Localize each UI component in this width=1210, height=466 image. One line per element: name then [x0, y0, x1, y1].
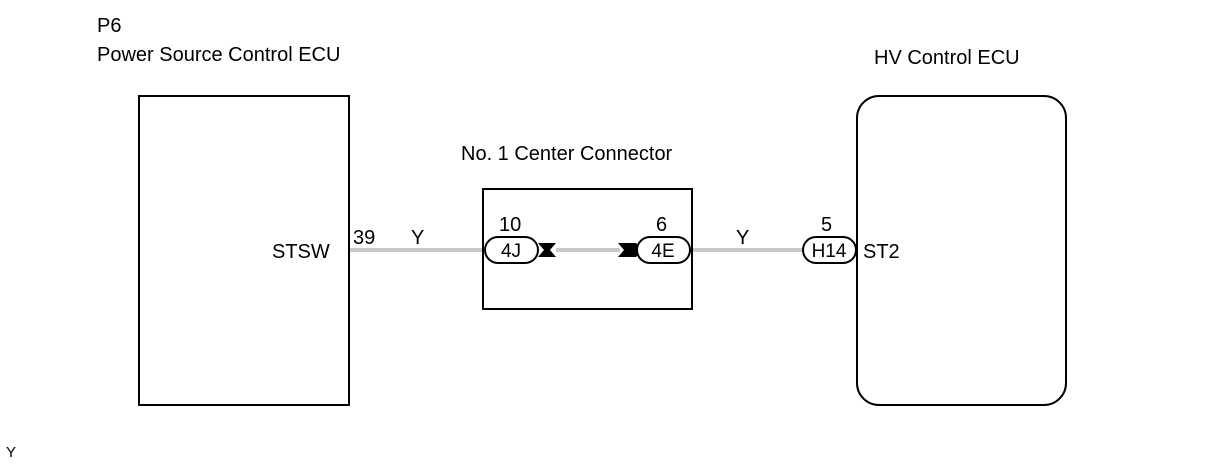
right-ecu-name: HV Control ECU — [874, 47, 1020, 69]
connector-4j-chevron-icon — [538, 243, 556, 257]
hv-control-ecu-box — [856, 95, 1067, 406]
connector-h14-pill — [802, 236, 857, 264]
connector-4e-chevron-icon — [618, 243, 642, 257]
right-ecu-terminal: ST2 — [863, 241, 900, 263]
right-ecu-pin: 5 — [821, 214, 832, 236]
left-ecu-code: P6 — [97, 15, 121, 37]
left-ecu-name: Power Source Control ECU — [97, 44, 340, 66]
center-connector-title: No. 1 Center Connector — [461, 143, 673, 165]
legend-text: Y — [6, 444, 17, 461]
left-ecu-terminal: STSW — [272, 241, 330, 263]
center-left-pin: 10 — [499, 214, 521, 236]
left-ecu-pin: 39 — [353, 227, 375, 249]
left-wire-color: Y — [411, 227, 424, 249]
right-wire-color: Y — [736, 227, 749, 249]
connector-4e-label: 4E — [651, 241, 674, 262]
power-source-control-ecu-box — [138, 95, 350, 406]
connector-h14-label: H14 — [812, 241, 847, 262]
connector-4e-pill — [636, 236, 691, 264]
connector-4j-label: 4J — [501, 241, 521, 262]
connector-4j-pill — [484, 236, 539, 264]
center-connector-box — [482, 188, 693, 310]
center-right-pin: 6 — [656, 214, 667, 236]
